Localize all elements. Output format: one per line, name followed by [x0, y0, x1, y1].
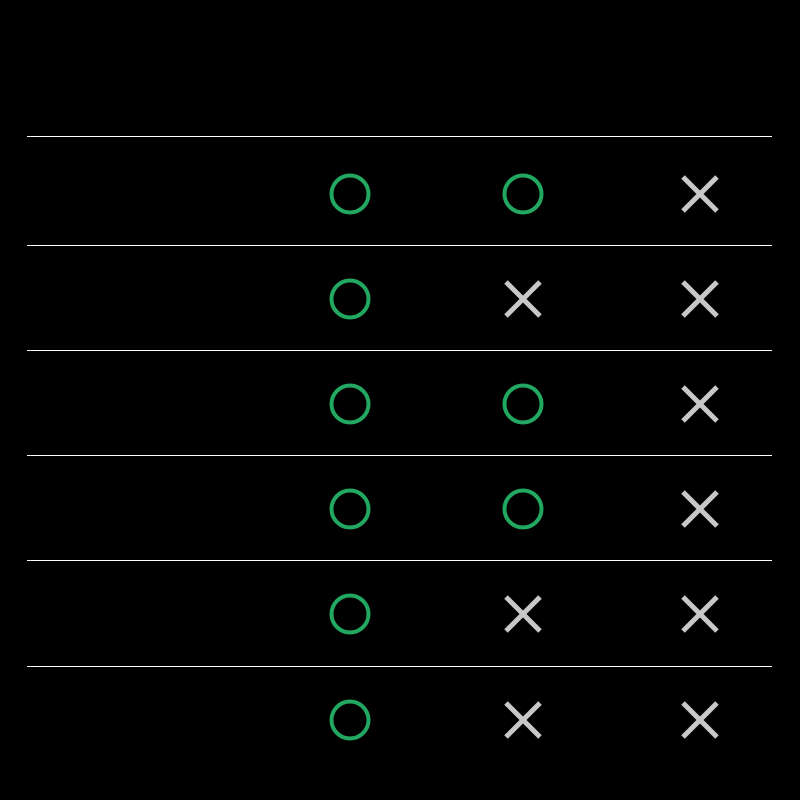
table-rule-line-3	[27, 455, 772, 456]
table-row	[0, 141, 800, 246]
cross-unavailable-icon	[493, 690, 553, 750]
circle-available-icon	[320, 584, 380, 644]
cross-unavailable-icon	[670, 269, 730, 329]
cross-unavailable-icon	[670, 479, 730, 539]
circle-available-icon	[320, 374, 380, 434]
cross-unavailable-icon	[670, 164, 730, 224]
table-row	[0, 351, 800, 456]
table-rule-line-2	[27, 350, 772, 351]
circle-available-icon	[493, 374, 553, 434]
circle-available-icon	[320, 479, 380, 539]
table-row	[0, 561, 800, 666]
cross-unavailable-icon	[493, 269, 553, 329]
circle-available-icon	[320, 269, 380, 329]
circle-available-icon	[320, 690, 380, 750]
table-rule-line-5	[27, 666, 772, 667]
cross-unavailable-icon	[670, 690, 730, 750]
circle-available-icon	[493, 164, 553, 224]
table-rule-line-1	[27, 245, 772, 246]
table-row	[0, 456, 800, 561]
circle-available-icon	[320, 164, 380, 224]
cross-unavailable-icon	[670, 584, 730, 644]
table-row	[0, 246, 800, 351]
circle-available-icon	[493, 479, 553, 539]
table-rule-line-4	[27, 560, 772, 561]
table-row	[0, 667, 800, 772]
table-rule-line-0	[27, 136, 772, 137]
table-header-band	[0, 0, 800, 136]
cross-unavailable-icon	[493, 584, 553, 644]
cross-unavailable-icon	[670, 374, 730, 434]
